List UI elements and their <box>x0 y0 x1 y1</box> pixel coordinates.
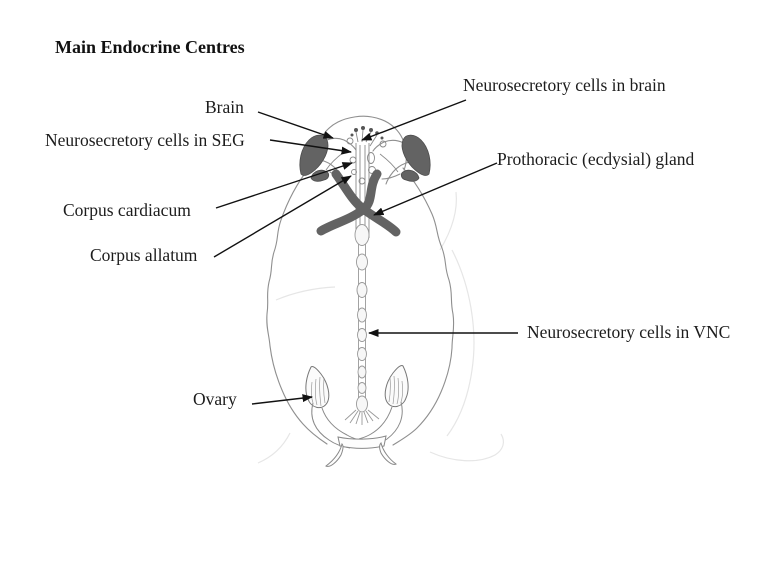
arrow-prothoracic-gland <box>373 162 498 216</box>
cercus-right <box>379 442 397 465</box>
posterior-segment <box>325 435 397 467</box>
prothoracic-gland-shape <box>316 169 401 237</box>
subgenital-plate <box>337 435 387 449</box>
cercus-left <box>325 443 344 467</box>
arrow-corpus-cardiacum <box>215 162 353 209</box>
faint-traces <box>257 191 505 464</box>
terminal-nerve-roots <box>344 409 380 425</box>
label-brain: Brain <box>205 97 244 117</box>
label-prothoracic-gland: Prothoracic (ecdysial) gland <box>497 149 695 169</box>
arrow-nsc-brain <box>361 99 467 141</box>
page-title: Main Endocrine Centres <box>55 37 245 57</box>
arrow-corpus-allatum <box>213 175 352 258</box>
label-ovary: Ovary <box>193 389 237 409</box>
label-arrows <box>213 99 518 405</box>
ventral-nerve-cord <box>344 224 380 425</box>
arrow-ovary <box>251 394 313 405</box>
label-nsc-seg: Neurosecretory cells in SEG <box>45 130 245 150</box>
arrow-brain <box>257 111 334 139</box>
terminal-ganglion <box>356 395 368 413</box>
label-corpus-allatum: Corpus allatum <box>90 245 198 265</box>
ovary-left <box>305 366 330 409</box>
label-nsc-vnc: Neurosecretory cells in VNC <box>527 322 731 342</box>
label-corpus-cardiacum: Corpus cardiacum <box>63 200 191 220</box>
ovary-right <box>384 365 409 408</box>
label-nsc-brain: Neurosecretory cells in brain <box>463 75 666 95</box>
arrow-nsc-seg <box>269 139 352 155</box>
